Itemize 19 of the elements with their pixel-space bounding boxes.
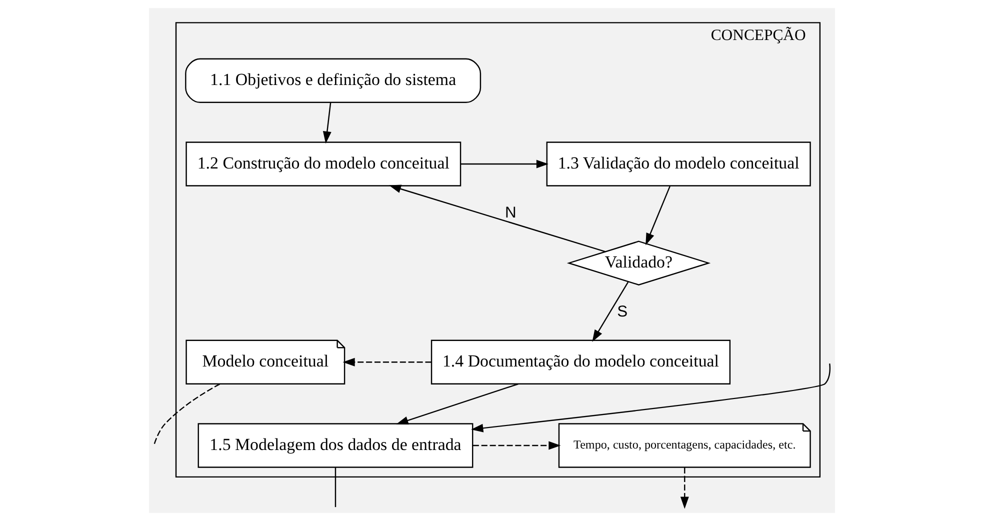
node-box: 1.3 Validação do modelo conceitual	[546, 142, 811, 186]
arrow	[388, 184, 606, 252]
arrow	[592, 282, 629, 342]
arrow	[396, 383, 518, 424]
edge-label: N	[504, 204, 516, 222]
arrow	[472, 441, 561, 450]
arrow	[680, 468, 689, 509]
node-box: 1.1 Objetivos e definição do sistema	[185, 58, 482, 103]
arrow	[646, 186, 670, 246]
edge-label: S	[617, 304, 628, 321]
arrow	[460, 160, 549, 168]
node-diamond: Validado?	[566, 240, 711, 286]
arrow	[342, 358, 432, 366]
connector	[334, 468, 336, 508]
node-box: 1.5 Modelagem dos dados de entrada	[198, 423, 474, 468]
node-box: 1.4 Documentação do modelo conceitual	[430, 340, 731, 384]
node-box: 1.2 Construção do modelo conceitual	[186, 142, 462, 186]
arrow	[322, 102, 332, 144]
connector	[154, 384, 220, 444]
